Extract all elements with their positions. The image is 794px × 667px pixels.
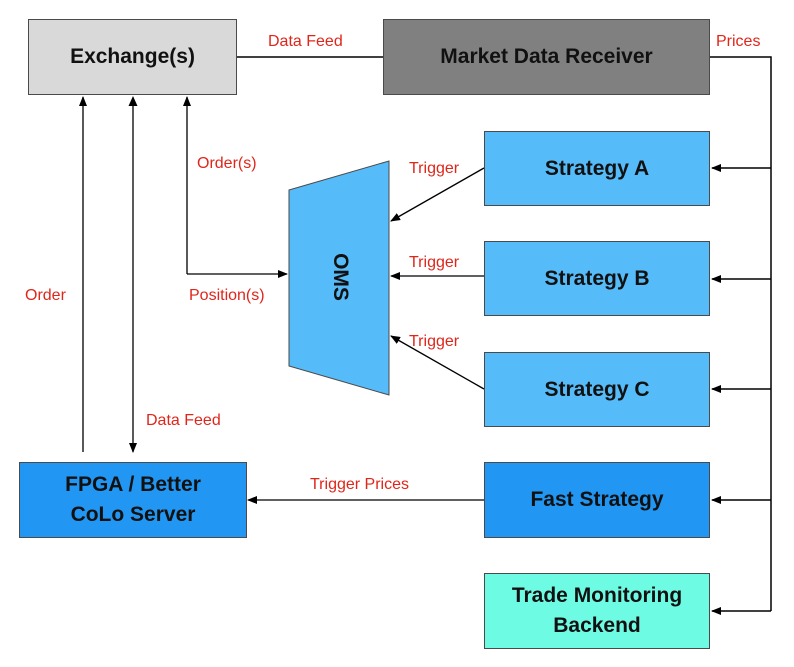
positions-label: Position(s)	[189, 287, 265, 304]
fast-strategy-box: Fast Strategy	[484, 462, 710, 538]
trade-monitoring-label-line1: Trade Monitoring	[511, 584, 683, 607]
trigger-a-arrow	[390, 167, 485, 222]
trigger-c-arrow	[390, 335, 485, 390]
trigger-b-label: Trigger	[409, 254, 460, 271]
oms-shape	[288, 160, 390, 396]
data-feed-left-label: Data Feed	[146, 412, 221, 429]
trigger-a-label: Trigger	[409, 160, 460, 177]
fpga-data-feed-arrowhead-top	[128, 96, 138, 106]
strategy-a-box: Strategy A	[484, 131, 710, 206]
exchanges-label: Exchange(s)	[70, 45, 195, 68]
fpga-server-label-line1: FPGA / Better	[65, 473, 201, 496]
trigger-c-label: Trigger	[409, 333, 460, 350]
strategy-c-label: Strategy C	[544, 377, 650, 401]
market-data-receiver-box: Market Data Receiver	[383, 19, 710, 95]
orders-label: Order(s)	[197, 155, 257, 172]
trade-monitoring-label-line2: Backend	[553, 614, 641, 637]
prices-label: Prices	[716, 33, 761, 50]
strategy-c-box: Strategy C	[484, 352, 710, 427]
data-feed-top-label: Data Feed	[268, 33, 343, 50]
strategy-a-label: Strategy A	[544, 156, 650, 180]
market-data-receiver-label: Market Data Receiver	[440, 45, 653, 68]
fast-strategy-label: Fast Strategy	[530, 488, 664, 511]
strategy-b-box: Strategy B	[484, 241, 710, 316]
order-label: Order	[25, 287, 66, 304]
trigger-prices-label: Trigger Prices	[310, 476, 409, 493]
strategy-b-label: Strategy B	[544, 266, 650, 290]
oms-label: OMS	[329, 253, 352, 301]
fpga-server-label-line2: CoLo Server	[70, 503, 196, 526]
prices-bus	[710, 56, 772, 611]
exchanges-box: Exchange(s)	[28, 19, 237, 95]
fpga-server-box: FPGA / Better CoLo Server	[19, 462, 247, 538]
trade-monitoring-box: Trade Monitoring Backend	[484, 573, 710, 649]
